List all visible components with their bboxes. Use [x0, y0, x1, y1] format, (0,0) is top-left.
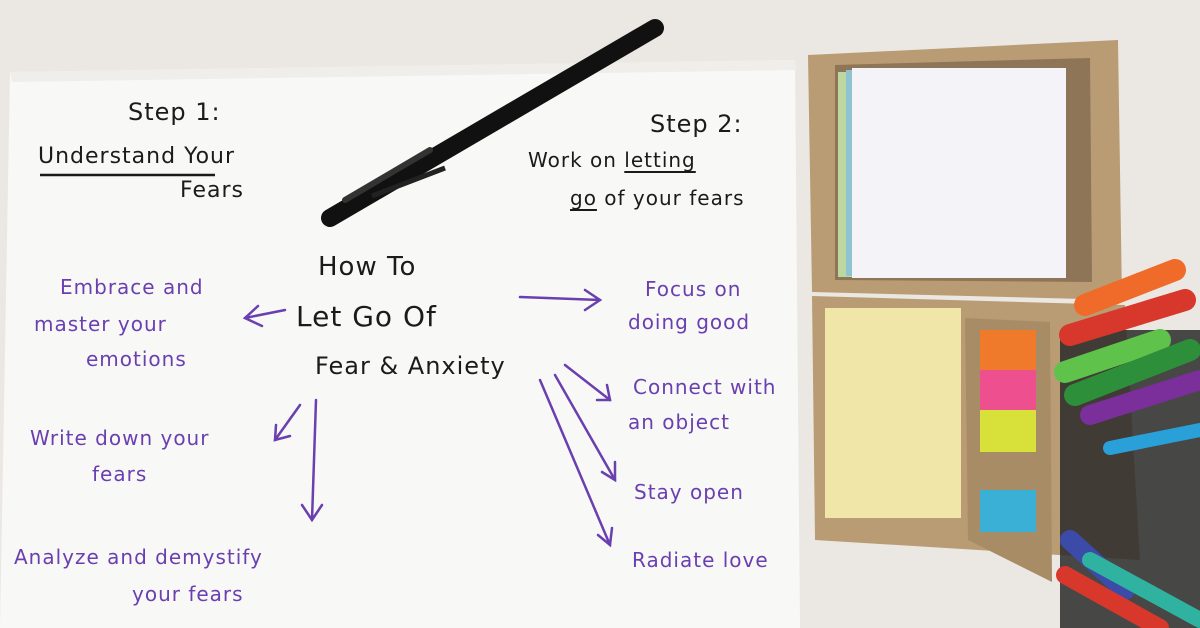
step2-line2b: of your fears — [604, 186, 745, 210]
step1-line2: Fears — [180, 178, 244, 203]
radiate-love: Radiate love — [632, 548, 769, 572]
step2-title: Step 2: — [650, 110, 743, 138]
focus-line2: doing good — [628, 310, 751, 334]
desk-organizer — [808, 40, 1200, 628]
analyze-line2: your fears — [132, 582, 244, 606]
focus-line1: Focus on — [645, 277, 742, 301]
connect-line2: an object — [628, 410, 730, 434]
orange-flag — [980, 330, 1036, 372]
paper-sheet — [0, 60, 800, 628]
black-pen — [321, 19, 664, 227]
center-line1: How To — [318, 252, 417, 282]
embrace-line2: master your — [34, 312, 167, 336]
step2-line2a: go — [570, 186, 597, 210]
mind-map-arrows — [242, 288, 617, 548]
step1-title: Step 1: — [128, 98, 221, 126]
write-line1: Write down your — [30, 426, 210, 450]
stay-open: Stay open — [634, 480, 744, 504]
blue-flag — [980, 490, 1036, 532]
step2-line1b: letting — [624, 148, 696, 172]
note-cube — [852, 68, 1066, 278]
pink-flag — [980, 370, 1036, 412]
center-line3: Fear & Anxiety — [315, 352, 506, 380]
center-line2: Let Go Of — [296, 300, 437, 333]
connect-line1: Connect with — [633, 375, 777, 399]
analyze-line1: Analyze and demystify — [14, 545, 263, 569]
embrace-line1: Embrace and — [60, 275, 204, 299]
write-line2: fears — [92, 462, 148, 486]
embrace-line3: emotions — [86, 347, 187, 371]
yellow-notepad — [825, 308, 961, 518]
step2-line1a: Work on — [528, 148, 617, 172]
yellow-flag — [980, 410, 1036, 452]
step1-underlined: Understand — [38, 144, 177, 169]
step1-rest: Your — [184, 144, 236, 169]
